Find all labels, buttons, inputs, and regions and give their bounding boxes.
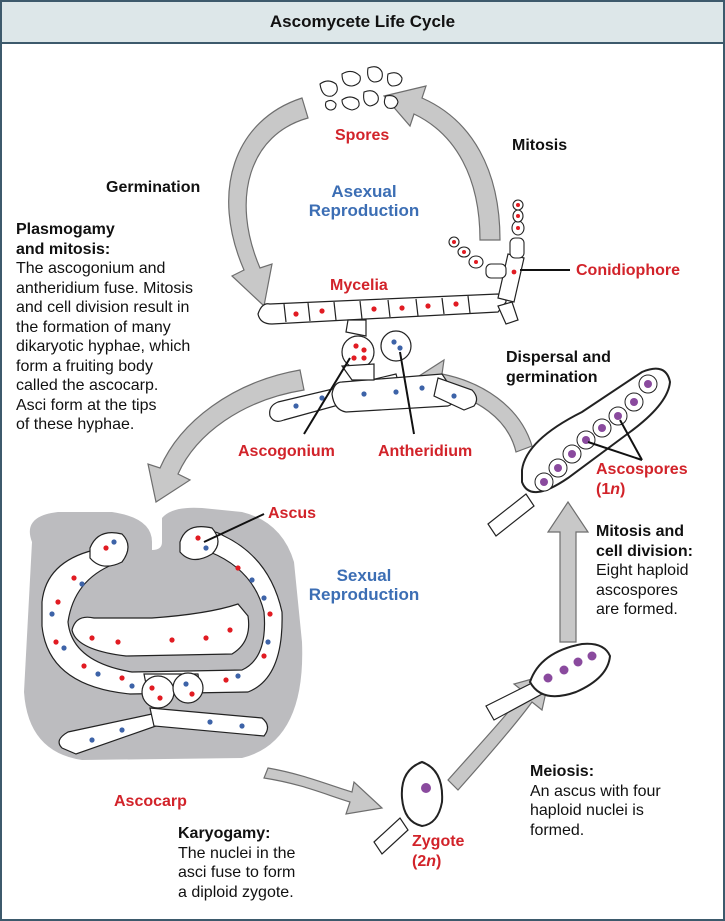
spores bbox=[319, 66, 403, 111]
plasmogamy-line: antheridium fuse. Mitosis bbox=[16, 279, 193, 297]
zygote-ploidy-pre: (2 bbox=[412, 853, 427, 870]
ascospores-ploidy-n: n bbox=[610, 481, 621, 498]
asexual-line-1: Asexual bbox=[331, 182, 397, 201]
ascospores-ploidy-pre: (1 bbox=[596, 481, 611, 498]
label-spores: Spores bbox=[335, 127, 390, 144]
meiosis-ascus bbox=[485, 642, 612, 721]
mitosis-division-description: Mitosis and cell division: Eight haploid… bbox=[596, 522, 693, 620]
dispersal-line-1: Dispersal and bbox=[506, 349, 611, 366]
label-zygote: Zygote (2n) bbox=[412, 832, 464, 872]
label-sexual-reproduction: Sexual Reproduction bbox=[302, 566, 426, 604]
label-mycelia: Mycelia bbox=[330, 277, 388, 294]
arrow-mitosis-sexual bbox=[546, 500, 590, 643]
plasmogamy-description: Plasmogamy and mitosis: The ascogonium a… bbox=[16, 220, 193, 435]
karyogamy-line: The nuclei in the bbox=[178, 844, 296, 862]
arrow-plasmogamy bbox=[147, 369, 305, 503]
zygote-ploidy-post: ) bbox=[436, 853, 442, 870]
mitosis-division-line: Eight haploid bbox=[596, 562, 689, 579]
diagram-title: Ascomycete Life Cycle bbox=[269, 12, 456, 31]
sexual-line-2: Reproduction bbox=[308, 585, 420, 604]
meiosis-line: An ascus with four bbox=[530, 782, 661, 800]
mycelia bbox=[257, 253, 525, 422]
plasmogamy-line: The ascogonium and bbox=[16, 260, 166, 277]
meiosis-heading: Meiosis: bbox=[530, 763, 595, 780]
zygote-ploidy-n: n bbox=[426, 853, 437, 870]
mitosis-division-heading-2: cell division: bbox=[596, 542, 693, 560]
asexual-line-2: Reproduction bbox=[308, 201, 420, 220]
mitosis-division-heading-1: Mitosis and bbox=[596, 523, 685, 540]
ascocarp bbox=[24, 507, 303, 760]
label-ascocarp: Ascocarp bbox=[114, 793, 187, 810]
plasmogamy-heading-2: and mitosis: bbox=[16, 240, 111, 258]
karyogamy-heading: Karyogamy: bbox=[178, 825, 271, 842]
meiosis-line: formed. bbox=[530, 821, 585, 839]
plasmogamy-line: dikaryotic hyphae, which bbox=[16, 338, 191, 355]
label-ascogonium: Ascogonium bbox=[238, 443, 335, 460]
plasmogamy-line: the formation of many bbox=[16, 318, 171, 336]
ascospores-line-1: Ascospores bbox=[596, 461, 688, 478]
zygote-ploidy: (2n) bbox=[412, 852, 464, 872]
ascospores-ploidy-post: ) bbox=[620, 481, 626, 498]
label-dispersal-germination: Dispersal and germination bbox=[506, 348, 611, 388]
plasmogamy-line: called the ascocarp. bbox=[16, 377, 159, 394]
leader-lines bbox=[203, 269, 643, 543]
label-ascus: Ascus bbox=[268, 505, 317, 522]
zygote bbox=[373, 760, 444, 855]
label-mitosis: Mitosis bbox=[512, 137, 568, 154]
dispersal-line-2: germination bbox=[506, 369, 598, 386]
zygote-line-1: Zygote bbox=[412, 833, 465, 850]
mitosis-division-line: are formed. bbox=[596, 601, 678, 618]
sexual-line-1: Sexual bbox=[336, 566, 392, 585]
label-conidiophore: Conidiophore bbox=[576, 262, 680, 279]
label-germination: Germination bbox=[106, 179, 201, 196]
meiosis-line: haploid nuclei is bbox=[530, 802, 644, 819]
mitosis-division-line: ascospores bbox=[596, 581, 678, 599]
ascospores-ascus bbox=[487, 367, 672, 537]
karyogamy-line: a diploid zygote. bbox=[178, 883, 294, 901]
mycelia-nuclei bbox=[293, 301, 459, 409]
label-ascospores: Ascospores (1n) bbox=[596, 460, 688, 500]
ascospores-ploidy: (1n) bbox=[596, 480, 688, 500]
plasmogamy-line: form a fruiting body bbox=[16, 357, 153, 375]
title-bar: Ascomycete Life Cycle bbox=[2, 2, 723, 44]
ascocarp-nuclei bbox=[49, 535, 273, 743]
karyogamy-description: Karyogamy: The nuclei in the asci fuse t… bbox=[178, 824, 295, 902]
plasmogamy-heading-1: Plasmogamy bbox=[16, 221, 115, 238]
plasmogamy-line: and cell division result in bbox=[16, 299, 190, 316]
label-asexual-reproduction: Asexual Reproduction bbox=[302, 182, 426, 220]
conidiophore bbox=[448, 199, 525, 279]
meiosis-description: Meiosis: An ascus with four haploid nucl… bbox=[530, 762, 661, 840]
plasmogamy-line: Asci form at the tips bbox=[16, 396, 157, 414]
arrow-germination bbox=[228, 97, 309, 308]
label-antheridium: Antheridium bbox=[378, 443, 473, 460]
karyogamy-line: asci fuse to form bbox=[178, 864, 296, 881]
arrow-karyogamy bbox=[263, 767, 384, 815]
plasmogamy-line: of these hyphae. bbox=[16, 416, 135, 433]
